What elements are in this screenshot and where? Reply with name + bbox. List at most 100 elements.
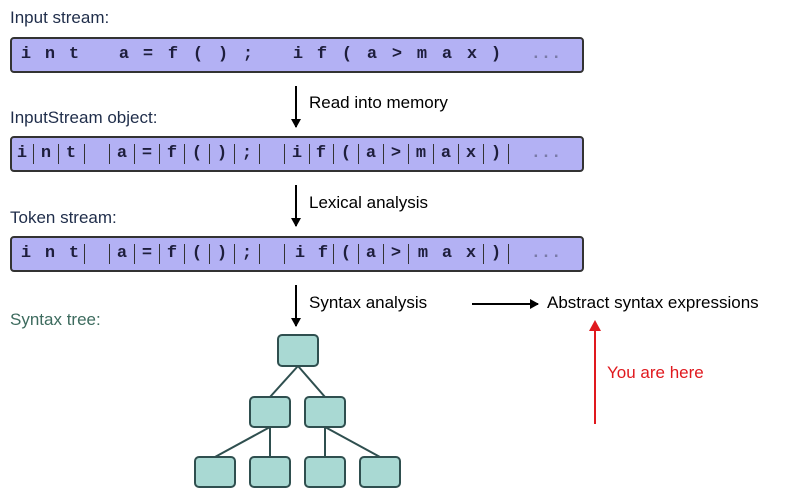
cell-separator [408, 244, 409, 264]
token-13: > [390, 244, 402, 263]
token-1: n [44, 244, 56, 263]
label-input-stream: Input stream: [10, 8, 110, 27]
token-7: ) [216, 244, 228, 263]
token-5: f [167, 45, 179, 64]
token-5: f [166, 144, 178, 163]
cell-separator [383, 244, 384, 264]
cell-separator [333, 144, 334, 164]
token-0: i [16, 144, 28, 163]
step-read-into-memory: Read into memory [309, 93, 448, 112]
tree-node-leaf-4 [359, 456, 401, 488]
tree-node-leaf-1 [194, 456, 236, 488]
cell-separator [234, 144, 235, 164]
cell-separator [109, 244, 110, 264]
tree-node-mid-right [304, 396, 346, 428]
token-17: ) [490, 45, 502, 64]
token-9: i [294, 244, 306, 263]
cell-separator [284, 144, 285, 164]
tree-edge [269, 365, 299, 398]
token-10: f [317, 244, 329, 263]
you-are-here-label: You are here [607, 363, 704, 382]
token-17: ) [490, 244, 502, 263]
cell-separator [383, 144, 384, 164]
token-3: a [116, 144, 128, 163]
tree-node-mid-left [249, 396, 291, 428]
cell-separator [184, 244, 185, 264]
input-stream-bar: i n t a = f ( ) ; i f ( a > m a x ) ... [10, 37, 584, 73]
cell-separator [234, 244, 235, 264]
token-16: x [465, 244, 477, 263]
cell-separator [109, 144, 110, 164]
inputstream-object-bar: i n t a = f ( ) ; i f ( a > m a x ) ... [10, 136, 584, 172]
token-4: = [141, 244, 153, 263]
step-syntax-analysis: Syntax analysis [309, 293, 428, 312]
token-9: i [292, 45, 304, 64]
token-9: i [291, 144, 303, 163]
token-2: t [68, 45, 80, 64]
token-0: i [20, 244, 32, 263]
cell-separator [408, 144, 409, 164]
cell-separator [209, 144, 210, 164]
token-8: ; [242, 45, 254, 64]
token-0: i [20, 45, 32, 64]
cell-separator [358, 244, 359, 264]
tree-edge [214, 426, 271, 458]
label-token-stream: Token stream: [10, 208, 117, 227]
tree-edge [324, 426, 381, 458]
token-4: = [142, 45, 154, 64]
token-6: ( [191, 244, 203, 263]
token-6: ( [192, 45, 204, 64]
cell-separator [433, 144, 434, 164]
token-5: f [166, 244, 178, 263]
cell-separator [184, 144, 185, 164]
token-3: a [116, 244, 128, 263]
abstract-syntax-expressions: Abstract syntax expressions [547, 293, 759, 312]
cell-separator [483, 244, 484, 264]
cell-separator [84, 144, 85, 164]
token-2: t [65, 144, 77, 163]
token-12: a [365, 244, 377, 263]
token-10: f [315, 144, 327, 163]
cell-separator [159, 144, 160, 164]
token-16: x [465, 144, 477, 163]
token-11: ( [341, 45, 353, 64]
cell-separator [309, 144, 310, 164]
token-ellipsis: ... [530, 45, 562, 64]
cell-separator [333, 244, 334, 264]
token-14: m [417, 244, 429, 263]
cell-separator [209, 244, 210, 264]
cell-separator [134, 244, 135, 264]
token-ellipsis: ... [530, 144, 562, 163]
token-4: = [141, 144, 153, 163]
token-2: t [68, 244, 80, 263]
token-10: f [316, 45, 328, 64]
step-lexical-analysis: Lexical analysis [309, 193, 429, 212]
cell-separator [84, 244, 85, 264]
tree-node-leaf-2 [249, 456, 291, 488]
cell-separator [58, 144, 59, 164]
tree-edge [297, 365, 326, 398]
cell-separator [259, 144, 260, 164]
token-7: ) [217, 45, 229, 64]
label-inputstream-object: InputStream object: [10, 108, 158, 127]
token-14: m [416, 45, 428, 64]
token-15: a [441, 244, 453, 263]
cell-separator [134, 144, 135, 164]
token-ellipsis: ... [530, 244, 562, 263]
token-8: ; [241, 244, 253, 263]
cell-separator [508, 144, 509, 164]
cell-separator [33, 144, 34, 164]
token-1: n [40, 144, 52, 163]
token-12: a [365, 144, 377, 163]
cell-separator [159, 244, 160, 264]
token-16: x [466, 45, 478, 64]
token-6: ( [191, 144, 203, 163]
token-11: ( [340, 244, 352, 263]
token-13: > [391, 45, 403, 64]
token-14: m [415, 144, 427, 163]
token-3: a [118, 45, 130, 64]
cell-separator [508, 244, 509, 264]
token-15: a [441, 45, 453, 64]
token-12: a [366, 45, 378, 64]
